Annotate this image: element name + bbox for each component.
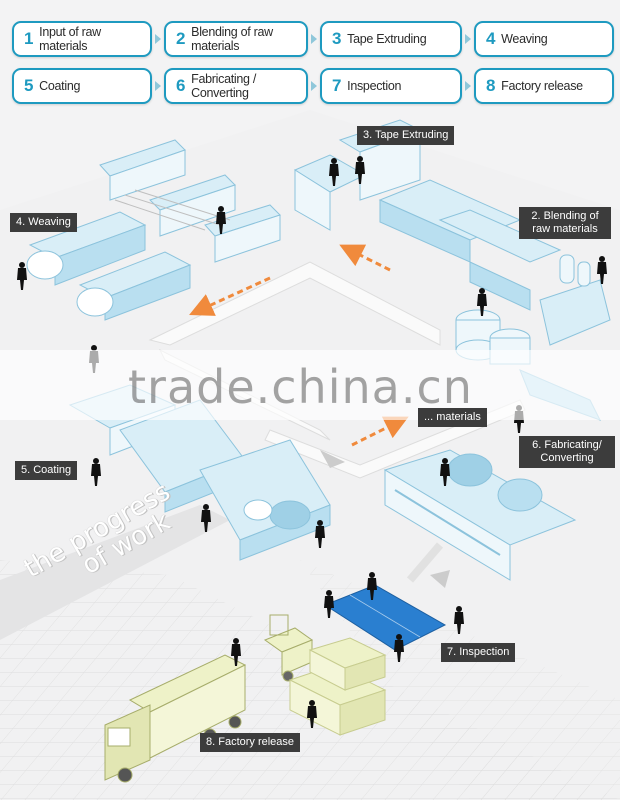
step-label: Coating <box>39 79 81 93</box>
weaving-machine <box>26 139 281 321</box>
step-number: 3 <box>332 29 342 48</box>
callout-fabricating: 6. Fabricating/ Converting <box>519 436 615 468</box>
step-label: Tape Extruding <box>347 32 427 46</box>
watermark-text: trade.china.cn <box>128 360 473 414</box>
step-4-pill: 4 Weaving <box>474 21 614 57</box>
truck <box>104 654 247 783</box>
arrow-right-icon <box>311 34 317 44</box>
callout-blending: 2. Blending of raw materials <box>519 207 611 239</box>
arrow-right-icon <box>465 81 471 91</box>
step-8-pill: 8 Factory release <box>474 68 614 104</box>
callout-tape-extruding: 3. Tape Extruding <box>357 126 455 145</box>
worker-figures <box>17 156 607 728</box>
step-label: Fabricating / Converting <box>191 72 257 100</box>
step-number: 5 <box>24 76 34 95</box>
step-7-pill: 7 Inspection <box>320 68 462 104</box>
arrow-right-icon <box>155 34 161 44</box>
step-label: Input of raw materials <box>39 25 101 53</box>
callout-weaving: 4. Weaving <box>10 213 77 232</box>
step-number: 2 <box>176 29 186 48</box>
step-label: Factory release <box>501 79 583 93</box>
watermark-band <box>0 350 620 420</box>
step-6-pill: 6 Fabricating / Converting <box>164 68 308 104</box>
step-number: 8 <box>486 76 496 95</box>
callout-input: ... materials <box>418 408 487 427</box>
step-5-pill: 5 Coating <box>12 68 152 104</box>
step-2-pill: 2 Blending of raw materials <box>164 21 308 57</box>
step-number: 1 <box>24 29 34 48</box>
step-1-pill: 1 Input of raw materials <box>12 21 152 57</box>
callout-inspection: 7. Inspection <box>441 643 516 662</box>
tape-extruding-machine <box>293 119 562 311</box>
forklift <box>263 614 314 682</box>
step-label: Inspection <box>347 79 402 93</box>
arrow-right-icon <box>311 81 317 91</box>
fabricating-machine <box>383 449 577 581</box>
arrow-right-icon <box>155 81 161 91</box>
arrow-right-icon <box>465 34 471 44</box>
step-number: 7 <box>332 76 342 95</box>
step-label: Blending of raw materials <box>191 25 273 53</box>
step-label: Weaving <box>501 32 548 46</box>
step-number: 6 <box>176 76 186 95</box>
callout-coating: 5. Coating <box>15 461 78 480</box>
callout-factory-release: 8. Factory release <box>200 733 301 752</box>
step-number: 4 <box>486 29 496 48</box>
step-3-pill: 3 Tape Extruding <box>320 21 462 57</box>
